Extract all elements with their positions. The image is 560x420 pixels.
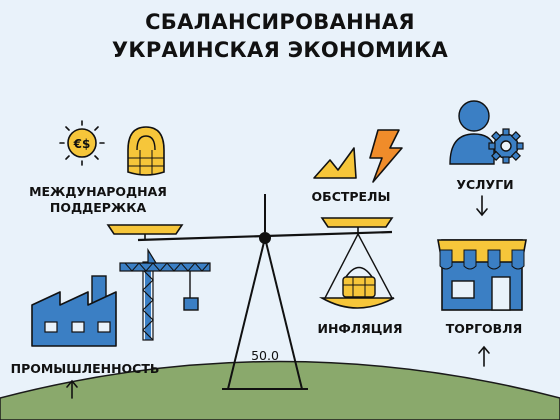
money-bag-icon — [127, 126, 165, 176]
arrow-up-icon-left — [66, 379, 78, 399]
shelling-label: ОБСТРЕЛЫ — [311, 189, 391, 204]
left-scale-pan — [106, 224, 184, 240]
sun-coin-icon: €$ — [59, 120, 105, 166]
ground-hill — [0, 360, 560, 420]
arrow-up-icon — [478, 345, 490, 367]
right-scale-pan — [318, 217, 395, 309]
title-line-2: УКРАИНСКАЯ ЭКОНОМИКА — [111, 38, 449, 62]
page-title: СБАЛАНСИРОВАННАЯ УКРАИНСКАЯ ЭКОНОМИКА — [0, 8, 560, 64]
money-symbols: €$ — [73, 137, 91, 151]
inflation-label: ИНФЛЯЦИЯ — [317, 321, 403, 336]
international-support-label: МЕЖДУНАРОДНАЯ ПОДДЕРЖКА — [18, 184, 178, 216]
crane-icon — [119, 247, 211, 341]
trade-label: ТОРГОВЛЯ — [445, 321, 523, 336]
scale-pivot — [259, 232, 271, 244]
balance-value: 50.0 — [251, 348, 279, 363]
storefront-icon — [437, 239, 527, 311]
title-line-1: СБАЛАНСИРОВАННАЯ — [145, 10, 415, 34]
arrow-down-icon — [476, 195, 488, 217]
international-support-line-2: ПОДДЕРЖКА — [49, 200, 147, 215]
shelling-icon — [313, 129, 403, 183]
scale-stand — [222, 194, 308, 390]
international-support-line-1: МЕЖДУНАРОДНАЯ — [29, 184, 167, 199]
services-label: УСЛУГИ — [456, 177, 514, 192]
industry-label: ПРОМЫШЛЕННОСТЬ — [10, 361, 160, 376]
factory-icon — [31, 275, 117, 347]
person-gear-icon — [449, 100, 524, 165]
